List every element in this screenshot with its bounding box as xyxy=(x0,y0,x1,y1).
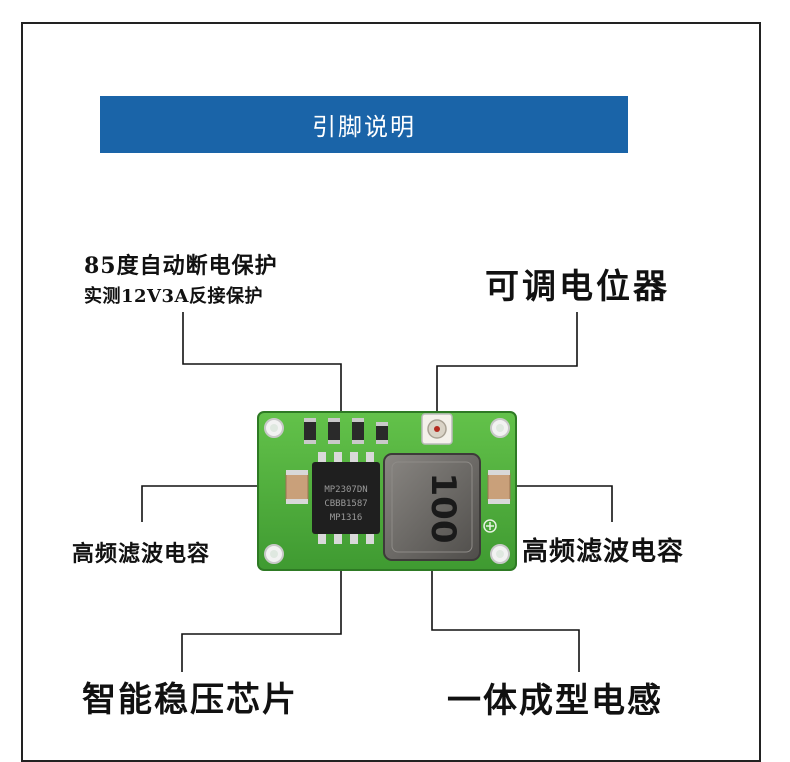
inductor-marking: 100 xyxy=(423,473,463,544)
capacitor-left xyxy=(285,471,309,503)
label-potentiometer: 可调电位器 xyxy=(485,267,670,307)
regulator-chip xyxy=(312,462,380,534)
banner-title: 引脚说明 xyxy=(312,113,416,141)
resistor xyxy=(328,420,340,442)
label-capacitor-left: 高频滤波电容 xyxy=(72,541,211,567)
leader-line-inductor xyxy=(431,520,580,672)
leader-line-chip xyxy=(181,530,342,672)
label-overheat-protection: 85度自动断电保护 xyxy=(84,253,278,279)
leader-lines xyxy=(141,312,613,672)
chip-marking-1: MP2307DN xyxy=(324,485,367,495)
label-regulator-chip: 智能稳压芯片 xyxy=(82,680,298,720)
label-inductor: 一体成型电感 xyxy=(447,681,663,721)
leader-line-capacitor-left xyxy=(141,485,292,522)
dc-dc-module-board: MP2307DN CBBB1587 MP1316 100 xyxy=(257,411,517,571)
chip-marking-2: CBBB1587 xyxy=(324,499,367,509)
chip-marking-3: MP1316 xyxy=(330,513,363,523)
resistor xyxy=(352,420,364,442)
resistor xyxy=(376,424,388,442)
pin-description-banner: 引脚说明 xyxy=(100,96,628,153)
capacitor-right xyxy=(487,471,511,503)
leader-line-capacitor-right xyxy=(503,485,613,522)
resistor xyxy=(304,420,316,442)
label-capacitor-right: 高频滤波电容 xyxy=(522,537,685,567)
leader-line-potentiometer xyxy=(436,312,578,424)
label-reverse-protection: 实测12V3A反接保护 xyxy=(84,286,264,307)
inductor xyxy=(383,453,481,561)
plus-marker xyxy=(483,519,497,533)
